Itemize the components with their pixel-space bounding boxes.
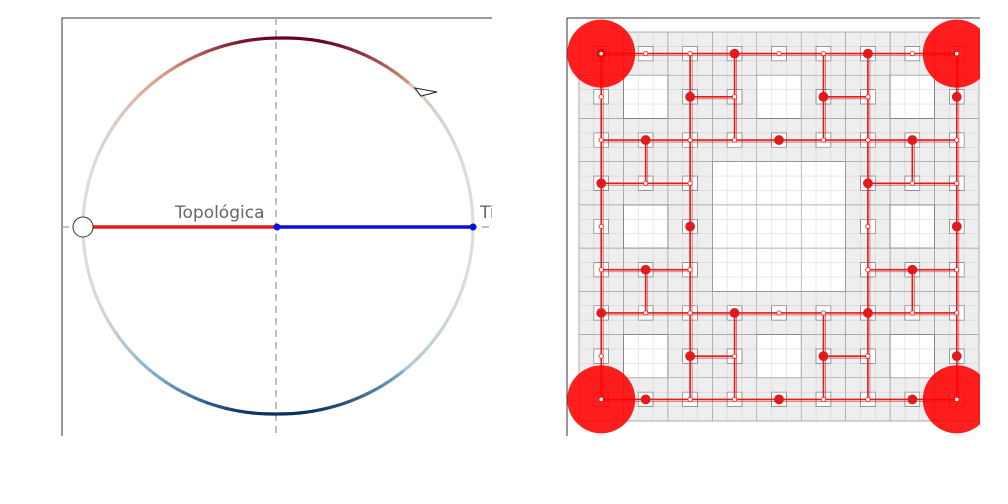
path-node	[951, 221, 962, 232]
path-node	[731, 396, 738, 402]
path-node	[907, 264, 918, 275]
path-node	[640, 135, 651, 145]
path-node	[774, 135, 784, 145]
path-node	[818, 91, 829, 102]
closed-curve	[81, 36, 475, 416]
open-circle-marker	[72, 216, 94, 238]
label-right-truncated: Ti	[479, 203, 495, 223]
carpet-hole	[889, 334, 935, 379]
path-node	[687, 267, 693, 273]
path-node	[865, 353, 871, 359]
path-node	[643, 180, 649, 186]
path-node	[951, 351, 962, 362]
path-node	[687, 396, 693, 402]
path-node	[685, 91, 696, 102]
path-node	[598, 137, 604, 143]
carpet-hole	[623, 334, 669, 379]
path-node	[687, 310, 693, 316]
path-node	[731, 137, 738, 143]
left-panel: Topológica Ti	[61, 17, 495, 436]
path-nodes	[596, 48, 962, 405]
path-node	[643, 310, 649, 316]
corner-circle	[922, 19, 980, 88]
carpet-hole	[623, 204, 669, 249]
path-node	[909, 310, 915, 316]
path-node	[776, 310, 782, 316]
path-node	[640, 264, 651, 275]
right-panel	[566, 17, 980, 436]
corner-circle-center	[598, 396, 604, 402]
corner-circle-center	[598, 51, 604, 57]
corner-circle-center	[954, 51, 960, 57]
path-node	[862, 308, 873, 318]
center-point	[273, 223, 281, 231]
path-node	[598, 267, 604, 273]
path-node	[907, 135, 918, 145]
path-node	[954, 267, 960, 273]
path-node	[862, 178, 873, 189]
path-node	[909, 51, 915, 57]
path-node	[820, 310, 827, 316]
carpet-hole	[756, 334, 802, 379]
path-node	[865, 94, 871, 100]
carpet-hole	[889, 204, 935, 249]
path-node	[687, 51, 693, 57]
path-node	[598, 94, 604, 100]
path-node	[596, 178, 607, 189]
carpet-hole	[889, 74, 935, 119]
path-node	[685, 221, 696, 232]
path-node	[954, 137, 960, 143]
path-node	[640, 394, 651, 405]
path-node	[776, 51, 782, 57]
path-node	[862, 48, 873, 59]
path-node	[954, 310, 960, 316]
path-node	[820, 396, 827, 402]
path-node	[598, 353, 604, 359]
path-node	[820, 51, 827, 57]
direction-arrow-icon	[413, 87, 438, 97]
path-node	[687, 180, 693, 186]
corner-circles	[567, 19, 980, 434]
right-point	[469, 223, 477, 231]
path-node	[865, 396, 871, 402]
corner-circle-center	[954, 396, 960, 402]
path-node	[865, 267, 871, 273]
path-node	[907, 394, 918, 405]
carpet-hole	[756, 74, 802, 119]
path-node	[685, 351, 696, 362]
path-node	[865, 223, 871, 230]
path-node	[954, 180, 960, 186]
path-node	[951, 91, 962, 102]
carpet-holes	[593, 46, 965, 407]
path-node	[731, 94, 738, 100]
path-node	[820, 137, 827, 143]
path-node	[865, 137, 871, 143]
carpet-hole	[712, 161, 846, 292]
path-node	[729, 308, 740, 318]
path-node	[731, 353, 738, 359]
path-node	[729, 48, 740, 59]
path-node	[598, 223, 604, 230]
path-node	[687, 137, 693, 143]
corner-circle	[922, 365, 980, 434]
path-node	[909, 180, 915, 186]
path-node	[818, 351, 829, 362]
carpet-grid	[578, 31, 980, 422]
label-topologica: Topológica	[174, 203, 265, 223]
path-node	[643, 51, 649, 57]
path-node	[774, 394, 784, 405]
path-node	[596, 308, 607, 318]
carpet-hole	[623, 74, 669, 119]
